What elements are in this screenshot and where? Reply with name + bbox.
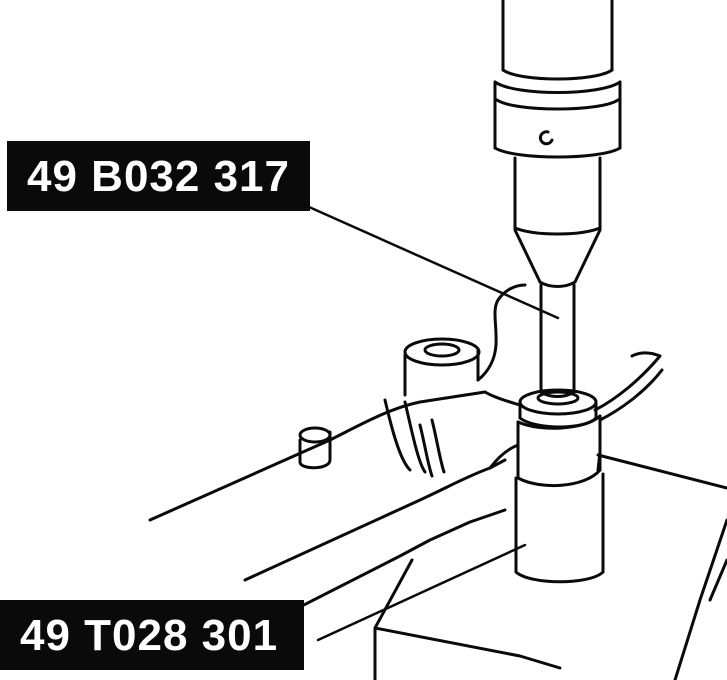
callout-lower-tool-number: 49 T028 301 <box>0 600 305 670</box>
workpiece-housing <box>148 283 664 642</box>
lower-installer-tool <box>514 414 605 584</box>
upper-press-attachment <box>493 0 622 398</box>
callout-upper-tool-number: 49 B032 317 <box>7 141 310 211</box>
leader-lines <box>298 201 560 642</box>
bench-block <box>373 450 727 680</box>
bearing-collar <box>518 388 598 429</box>
